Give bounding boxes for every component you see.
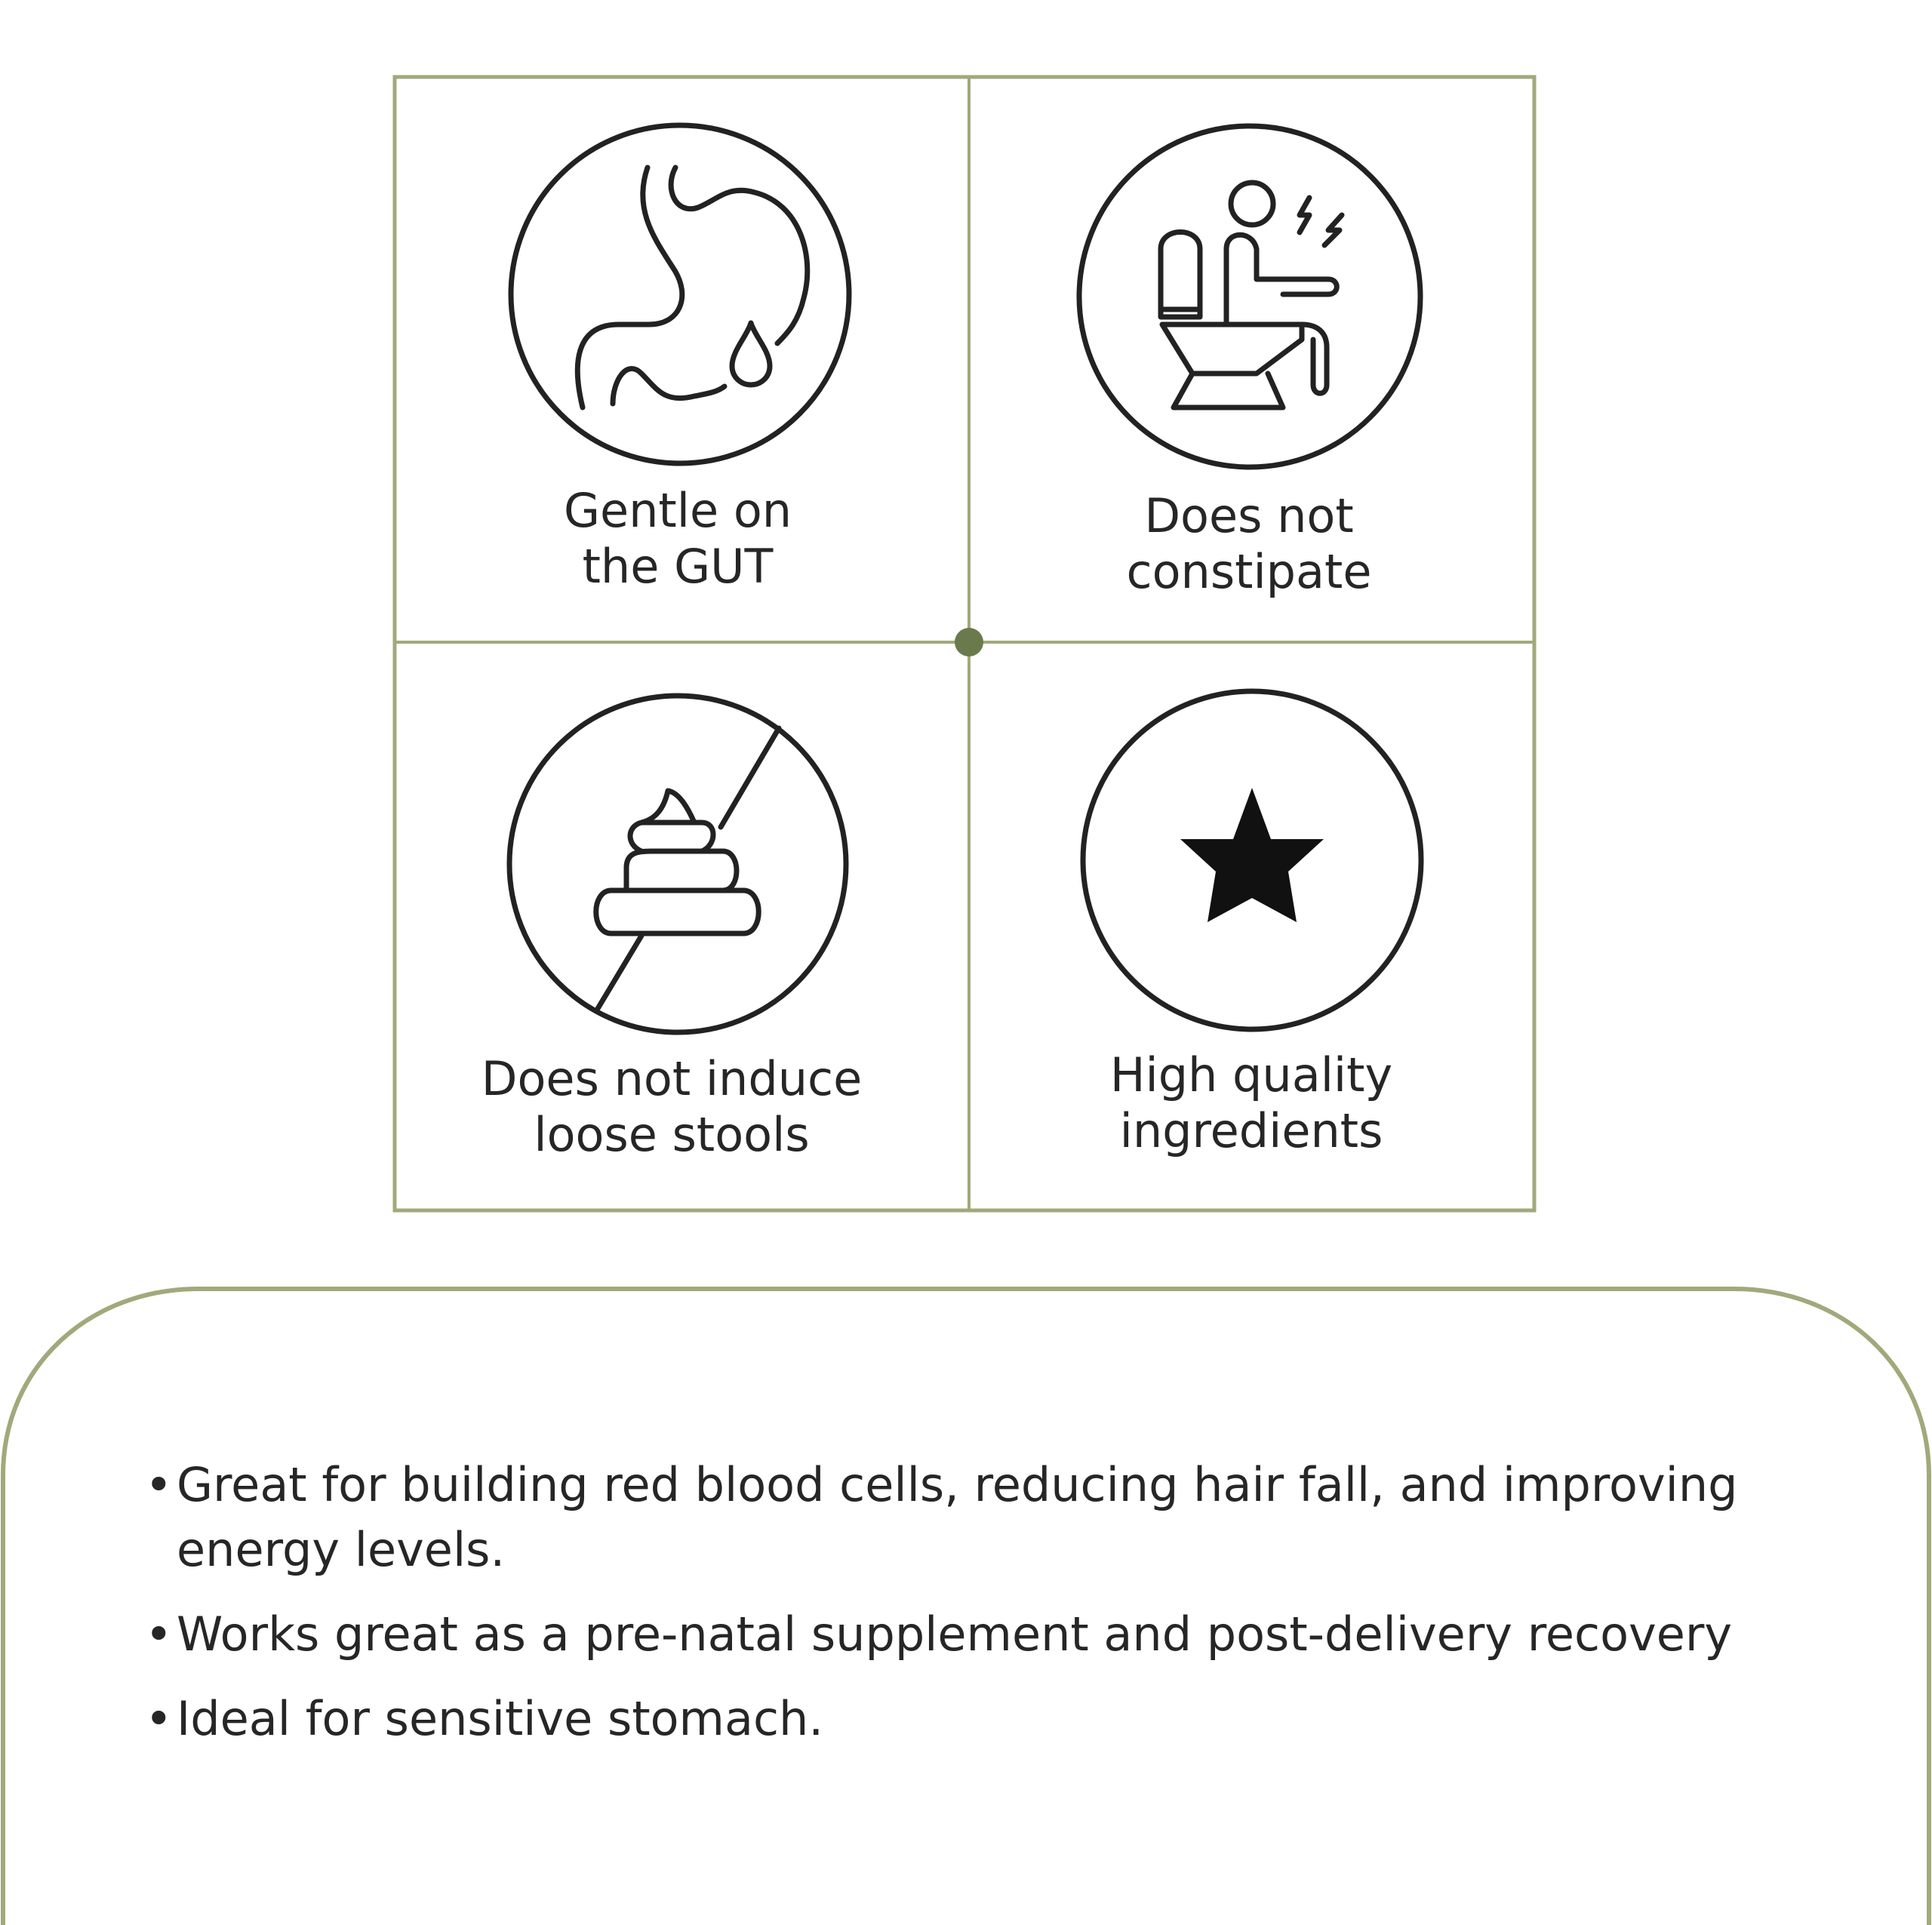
feature-label-line: Does not induce (481, 1051, 863, 1106)
benefit-item: Great for building red blood cells, redu… (145, 1453, 1805, 1582)
feature-label-line: Gentle on (563, 483, 792, 538)
stomach-icon (508, 122, 852, 466)
benefit-item: Ideal for sensitive stomach. (145, 1687, 1805, 1751)
feature-label-quality: High quality ingredients (1110, 1047, 1392, 1159)
toilet-person-icon (1076, 123, 1423, 470)
no-stool-icon (506, 693, 849, 1035)
benefits-list: Great for building red blood cells, redu… (145, 1453, 1805, 1771)
grid-center-dot (955, 628, 983, 657)
feature-label-gut: Gentle on the GUT (564, 483, 792, 595)
benefits-panel (1, 1287, 1931, 1925)
feature-label-line: ingredients (1119, 1103, 1383, 1158)
star-icon (1080, 688, 1424, 1032)
benefit-item: Works great as a pre-natal supplement an… (145, 1602, 1805, 1667)
feature-label-line: loose stools (534, 1107, 810, 1162)
feature-label-line: Does not (1144, 488, 1354, 543)
feature-label-constipate: Does not constipate (1127, 488, 1372, 600)
feature-label-line: constipate (1126, 544, 1372, 599)
feature-label-loose-stools: Does not induce loose stools (481, 1051, 862, 1163)
feature-label-line: High quality (1109, 1047, 1393, 1102)
feature-label-line: the GUT (582, 539, 774, 594)
